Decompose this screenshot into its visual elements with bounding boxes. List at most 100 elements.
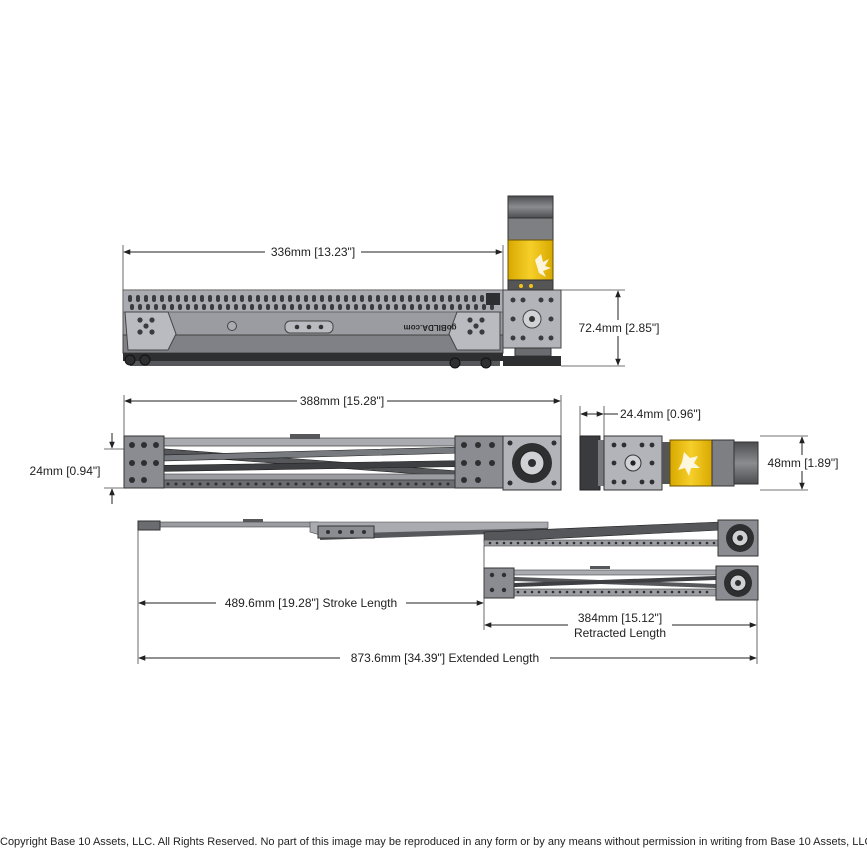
mounting-hole xyxy=(649,541,653,545)
mounting-slot xyxy=(298,304,302,310)
mounting-hole xyxy=(705,590,709,594)
mounting-slot xyxy=(408,295,412,302)
mounting-hole xyxy=(684,541,688,545)
extended-length-label: 873.6mm [34.39"] Extended Length xyxy=(351,651,539,665)
mounting-hole xyxy=(230,482,234,486)
mounting-slot xyxy=(280,295,284,302)
top-length-label: 336mm [13.23"] xyxy=(271,245,355,259)
mounting-slot xyxy=(274,304,278,310)
mounting-hole xyxy=(537,590,541,594)
mounting-slot xyxy=(240,295,244,302)
mounting-hole xyxy=(430,482,434,486)
mounting-slot xyxy=(346,304,350,310)
mounting-hole xyxy=(174,482,178,486)
mounting-slot xyxy=(394,304,398,310)
mounting-slot xyxy=(312,295,316,302)
mounting-slot xyxy=(378,304,382,310)
mounting-hole xyxy=(544,590,548,594)
mounting-hole xyxy=(214,482,218,486)
mounting-hole xyxy=(516,590,520,594)
mounting-hole xyxy=(398,482,402,486)
mounting-hole xyxy=(326,482,330,486)
mounting-slot xyxy=(426,304,430,310)
mounting-hole xyxy=(558,541,562,545)
mounting-hole xyxy=(656,541,660,545)
mounting-hole xyxy=(206,482,210,486)
mounting-hole xyxy=(310,482,314,486)
mounting-slot xyxy=(464,295,468,302)
mounting-slot xyxy=(336,295,340,302)
mounting-hole xyxy=(222,482,226,486)
mounting-hole xyxy=(628,541,632,545)
mounting-slot xyxy=(362,304,366,310)
mounting-slot xyxy=(338,304,342,310)
mounting-slot xyxy=(354,304,358,310)
mounting-slot xyxy=(384,295,388,302)
mounting-slot xyxy=(184,295,188,302)
mounting-hole xyxy=(579,541,583,545)
mounting-hole xyxy=(565,590,569,594)
mounting-hole xyxy=(318,482,322,486)
mounting-hole xyxy=(614,590,618,594)
mounting-slot xyxy=(194,304,198,310)
mounting-slot xyxy=(154,304,158,310)
end-width-dimension: 24.4mm [0.96"] xyxy=(579,406,701,436)
mounting-hole xyxy=(438,482,442,486)
mounting-hole xyxy=(593,541,597,545)
mounting-hole xyxy=(406,482,410,486)
mounting-slot xyxy=(314,304,318,310)
mounting-slot xyxy=(472,295,476,302)
mounting-slot xyxy=(152,295,156,302)
mounting-slot xyxy=(226,304,230,310)
mounting-slot xyxy=(232,295,236,302)
mounting-slot xyxy=(210,304,214,310)
mounting-slot xyxy=(442,304,446,310)
middle-view xyxy=(123,434,562,491)
mounting-hole xyxy=(198,482,202,486)
mounting-hole xyxy=(334,482,338,486)
mounting-slot xyxy=(202,304,206,310)
mounting-slot xyxy=(296,295,300,302)
mounting-slot xyxy=(288,295,292,302)
mounting-slot xyxy=(480,295,484,302)
mounting-slot xyxy=(410,304,414,310)
mounting-slot xyxy=(144,295,148,302)
mounting-hole xyxy=(246,482,250,486)
mounting-slot xyxy=(400,295,404,302)
mounting-hole xyxy=(642,541,646,545)
mid-height-label: 24mm [0.94"] xyxy=(30,464,101,478)
extended-view xyxy=(137,519,759,557)
copyright-notice: Copyright Base 10 Assets, LLC. All Right… xyxy=(0,836,867,848)
retracted-length-caption: Retracted Length xyxy=(574,626,666,640)
mounting-hole xyxy=(621,590,625,594)
mounting-hole xyxy=(621,541,625,545)
top-view: goBILDA.com xyxy=(122,195,562,369)
mounting-slot xyxy=(402,304,406,310)
mounting-hole xyxy=(537,541,541,545)
mounting-slot xyxy=(482,304,486,310)
rail-logo: goBILDA.com xyxy=(404,323,457,332)
mounting-slot xyxy=(200,295,204,302)
mounting-slot xyxy=(170,304,174,310)
mounting-slot xyxy=(306,304,310,310)
end-view xyxy=(579,435,759,491)
mounting-hole xyxy=(712,541,716,545)
mounting-hole xyxy=(558,590,562,594)
mounting-slot xyxy=(418,304,422,310)
mounting-slot xyxy=(218,304,222,310)
mounting-hole xyxy=(374,482,378,486)
mounting-hole xyxy=(270,482,274,486)
mounting-hole xyxy=(663,541,667,545)
mounting-slot xyxy=(208,295,212,302)
mounting-slot xyxy=(282,304,286,310)
end-height-dimension: 48mm [1.89"] xyxy=(760,435,842,491)
mounting-slot xyxy=(434,304,438,310)
mounting-slot xyxy=(370,304,374,310)
mounting-hole xyxy=(551,541,555,545)
mounting-slot xyxy=(248,295,252,302)
mounting-slot xyxy=(168,295,172,302)
mounting-hole xyxy=(502,541,506,545)
mounting-hole xyxy=(190,482,194,486)
mounting-hole xyxy=(691,541,695,545)
stroke-length-dimension: 489.6mm [19.28"] Stroke Length xyxy=(137,530,485,664)
